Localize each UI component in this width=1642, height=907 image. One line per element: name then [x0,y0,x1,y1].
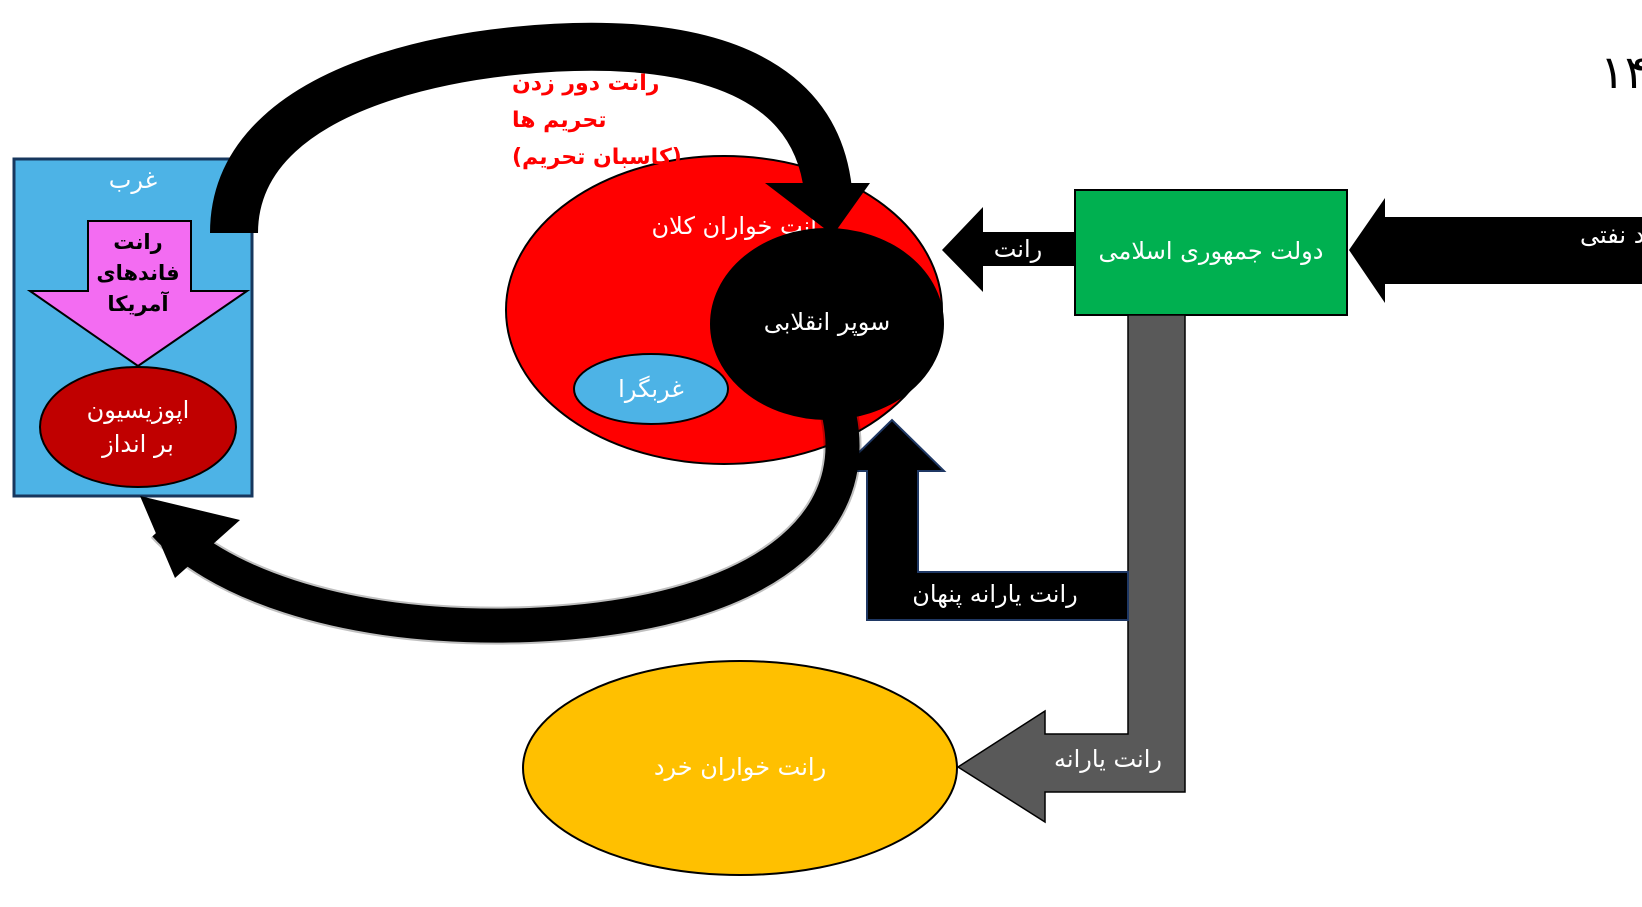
sanctions-rent-curve [210,22,852,235]
subsidy-rent-label: رانت یارانه [1054,745,1162,773]
opposition-label-line-1: اپوزیسیون [87,396,190,424]
west-label: غرب [109,166,157,194]
sanctions-rent-label-line-3: (کاسبان تحریم) [512,145,682,170]
return-flow-arrowhead [140,496,240,578]
hidden-subsidy-rent-label: رانت یارانه پنهان [912,580,1077,608]
sanctions-rent-label-line-1: رانت دور زدن [512,71,659,96]
oil-rent-label: رانت درآمد نفتی [1580,220,1642,249]
us-funds-label-line-3: آمریکا [107,291,169,316]
return-flow-curve [152,379,860,643]
opposition-ellipse [39,366,237,488]
government-box [1074,189,1348,316]
government-label: دولت جمهوری اسلامی [1099,237,1324,265]
us-funds-label-line-1: رانت [113,230,162,254]
sanctions-rent-label-line-2: تحریم ها [512,108,607,133]
rent-arrow [942,207,1075,292]
westernizer-label: غربگرا [618,375,684,403]
us-funds-arrow [26,220,251,368]
sanctions-rent-arrowhead [765,183,870,235]
small-rent-seekers-ellipse [522,660,958,876]
return-flow-curve-outline [150,378,862,645]
small-rent-seekers-label: رانت خواران خرد [654,753,826,781]
subsidy-flow-arrow [956,314,1186,824]
rent-label: رانت [994,235,1043,263]
westernizer-ellipse [573,353,729,425]
page-title: جمهوری اسلامی ایران از سال ۱۳۹۸ تا ۱۴۰۳ [1600,45,1642,100]
hidden-subsidy-arrow [837,418,1129,621]
opposition-label-line-2: بر انداز [101,430,174,458]
super-revolutionary-label: سوپر انقلابی [764,308,891,336]
oil-rent-arrow [1349,198,1642,303]
us-funds-label-line-2: فاندهای [96,261,179,285]
